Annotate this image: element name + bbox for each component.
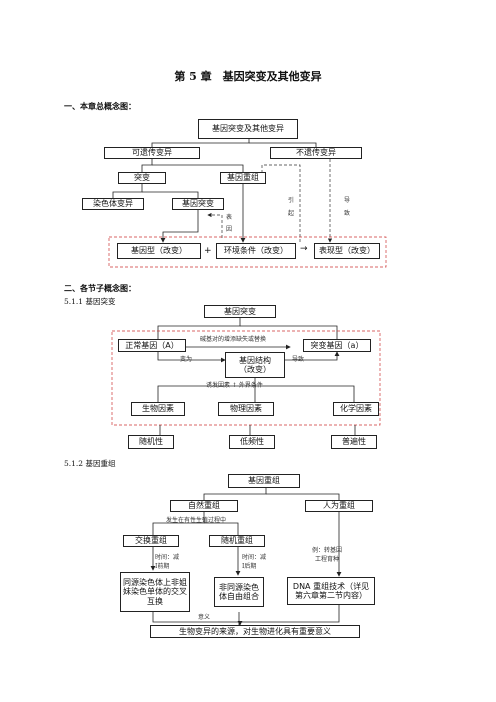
note-base-pair-change: 碱基对的增添缺失或替换: [200, 336, 267, 343]
note-time-meiosis1-anaphase: 时间：减Ⅰ后期: [242, 554, 267, 570]
page-title: 第 5 章 基因突变及其他变异: [174, 70, 322, 83]
node-significance-meaning: 生物变异的来源，对生物进化具有重要意义: [150, 625, 360, 638]
node-gene-mutation-root: 基因突变: [204, 305, 276, 318]
note-transgenic-breeding: 例：转基因 工程育种: [312, 547, 343, 563]
node-homologous-crossover: 同源染色体上非姐妹染色单体的交叉互换: [120, 572, 190, 612]
node-recombination-root: 基因重组: [228, 474, 300, 488]
node-artificial-recombination: 人为重组: [305, 500, 373, 512]
subsection-gene-recombination: 5.1.2 基因重组: [64, 459, 116, 468]
section-heading-overview: 一、本章总概念图：: [64, 101, 136, 111]
note-becomes: 变为: [180, 356, 193, 363]
note-inducing-factors: 诱发因素 ↑ 外界条件: [206, 382, 263, 389]
equals-arrow: →: [300, 244, 308, 254]
node-normal-gene: 正常基因（A）: [118, 339, 186, 352]
note-time-meiosis1-prophase: 时间：减Ⅰ前期: [155, 554, 180, 570]
node-root-variation: 基因突变及其他变异: [198, 119, 298, 139]
node-chemical-factor: 化学因素: [333, 402, 379, 416]
subsection-gene-mutation: 5.1.1 基因突变: [64, 297, 116, 306]
note-yin: 引: [288, 197, 295, 204]
node-heritable-variation: 可遗传变异: [104, 147, 200, 159]
node-mutation: 突变: [118, 172, 166, 184]
node-mutant-gene: 突变基因（a）: [303, 339, 371, 352]
note-zhi: 致: [344, 210, 351, 217]
node-random-recombination: 随机重组: [209, 535, 265, 547]
node-low-frequency: 低频性: [229, 435, 275, 449]
plus-sign: +: [204, 246, 212, 256]
note-significance: 意义: [198, 614, 211, 621]
note-leads-to: 导致: [292, 356, 305, 363]
node-crossover-recombination: 交换重组: [123, 535, 179, 547]
node-universality: 普遍性: [331, 435, 377, 449]
node-chromosome-variation: 染色体变异: [82, 198, 144, 210]
note-cause-2: 因: [226, 226, 233, 233]
node-dna-recombination-technology: DNA 重组技术（详见第六章第二节内容）: [287, 577, 375, 605]
node-natural-recombination: 自然重组: [170, 500, 238, 512]
node-nonheritable-variation: 不遗传变异: [270, 147, 362, 159]
node-nonhomologous-assortment: 非同源染色体自由组合: [214, 577, 264, 607]
node-gene-recombination: 基因重组: [220, 172, 266, 184]
note-qi: 起: [288, 210, 295, 217]
node-environment: 环境条件（改变）: [216, 243, 296, 259]
section-heading-subsections: 二、各节子概念图：: [64, 283, 136, 293]
node-gene-structure: 基因结构 （改变）: [225, 352, 285, 378]
node-biological-factor: 生物因素: [131, 402, 185, 416]
note-dao: 导: [344, 197, 351, 204]
node-randomness: 随机性: [128, 435, 174, 449]
note-cause-1: 表: [226, 214, 233, 221]
node-physical-factor: 物理因素: [218, 402, 274, 416]
node-phenotype: 表现型（改变）: [314, 243, 380, 259]
node-gene-mutation: 基因突变: [172, 198, 224, 210]
note-sexual-reproduction: 发生在有性生殖过程中: [166, 517, 227, 524]
node-genotype: 基因型（改变）: [117, 243, 201, 259]
